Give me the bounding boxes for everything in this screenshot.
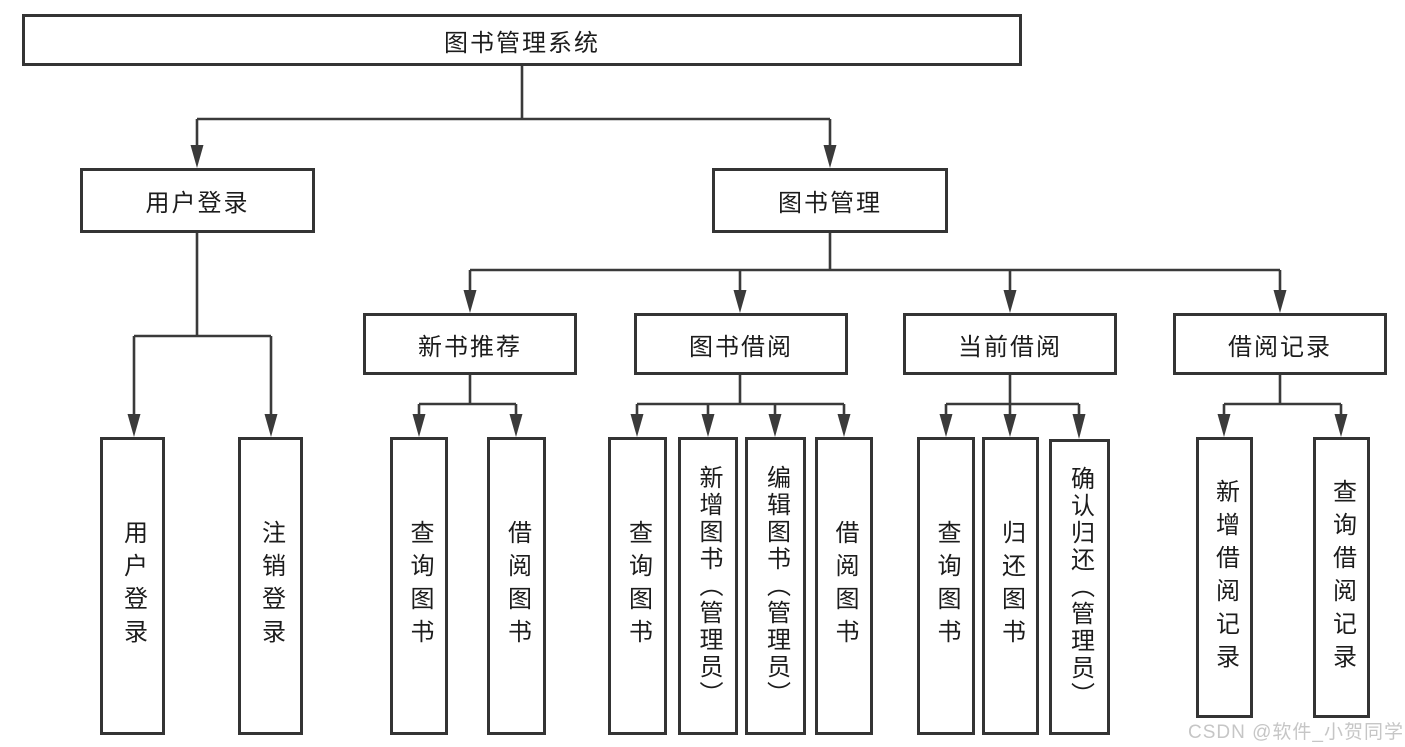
node-new-book-recommend: 新书推荐 (363, 313, 577, 375)
node-book-borrow: 图书借阅 (634, 313, 848, 375)
leaf-newrec-borrow-books: 借阅图书 (487, 437, 546, 735)
leaf-newrec-query-books: 查询图书 (390, 437, 448, 735)
leaf-current-query-books-label: 查询图书 (933, 520, 960, 652)
leaf-borrow-edit-books-admin: 编辑图书（管理员） (745, 437, 806, 735)
leaf-borrow-borrow-books-label: 借阅图书 (831, 520, 858, 652)
node-user-login: 用户登录 (80, 168, 315, 233)
leaf-logout-login: 注销登录 (238, 437, 303, 735)
leaf-borrow-edit-books-admin-label: 编辑图书（管理员） (762, 464, 790, 708)
leaf-user-login: 用户登录 (100, 437, 165, 735)
leaf-newrec-borrow-books-label: 借阅图书 (503, 520, 531, 652)
leaf-user-login-label: 用户登录 (119, 520, 147, 652)
leaf-borrow-query-books-label: 查询图书 (624, 520, 652, 652)
node-borrow-records: 借阅记录 (1173, 313, 1387, 375)
leaf-current-return-books: 归还图书 (982, 437, 1039, 735)
leaf-borrow-borrow-books: 借阅图书 (815, 437, 873, 735)
leaf-borrow-query-books: 查询图书 (608, 437, 667, 735)
node-borrow-records-label: 借阅记录 (1228, 333, 1332, 361)
node-new-book-recommend-label: 新书推荐 (418, 333, 522, 361)
node-book-management-label: 图书管理 (778, 190, 882, 217)
leaf-current-query-books: 查询图书 (917, 437, 975, 735)
leaf-logout-login-label: 注销登录 (257, 520, 285, 652)
leaf-current-return-books-label: 归还图书 (997, 520, 1025, 652)
leaf-borrow-add-books-admin: 新增图书（管理员） (678, 437, 738, 735)
leaf-newrec-query-books-label: 查询图书 (406, 520, 433, 652)
leaf-records-add-record: 新增借阅记录 (1196, 437, 1253, 718)
node-user-login-label: 用户登录 (145, 190, 250, 217)
leaf-records-query-record-label: 查询借阅记录 (1328, 478, 1356, 677)
node-book-management: 图书管理 (712, 168, 948, 233)
leaf-current-confirm-return-admin-label: 确认归还（管理员） (1066, 465, 1094, 709)
leaf-records-query-record: 查询借阅记录 (1313, 437, 1370, 718)
node-current-borrow-label: 当前借阅 (958, 333, 1062, 361)
node-root-library-system: 图书管理系统 (22, 14, 1022, 66)
node-current-borrow: 当前借阅 (903, 313, 1117, 375)
leaf-current-confirm-return-admin: 确认归还（管理员） (1049, 439, 1110, 735)
leaf-records-add-record-label: 新增借阅记录 (1211, 478, 1239, 677)
node-root-label: 图书管理系统 (444, 29, 600, 57)
csdn-watermark: CSDN @软件_小贺同学 (1188, 722, 1404, 743)
node-book-borrow-label: 图书借阅 (689, 333, 793, 361)
leaf-borrow-add-books-admin-label: 新增图书（管理员） (695, 464, 722, 708)
